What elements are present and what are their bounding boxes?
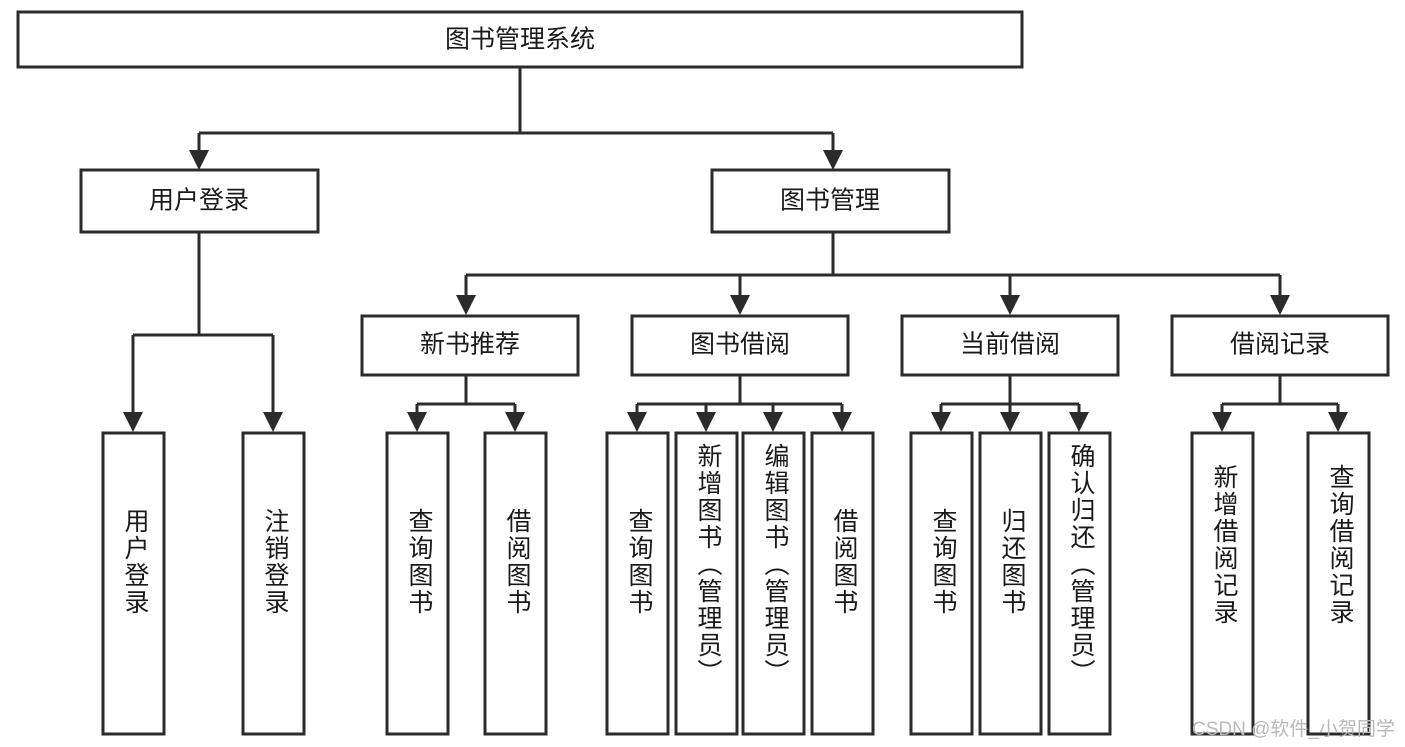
leaf-box-cb-confirm-return[interactable]: [1047, 431, 1112, 736]
leaf-boxes-user-login: [101, 431, 306, 736]
leaf-box-bb-edit-book[interactable]: [741, 431, 806, 736]
arrowhead-nb-leaf-1: [407, 412, 427, 432]
leaf-box-br-add-record[interactable]: [1190, 431, 1255, 736]
node-root-book-management-system[interactable]: 图书管理系统: [16, 10, 1024, 69]
arrowhead-cb-leaf-2: [1000, 412, 1020, 432]
leaf-boxes-borrow-record: [1190, 431, 1371, 736]
arrowhead-nb-leaf-2: [505, 412, 525, 432]
arrowhead-bb-leaf-4: [832, 412, 852, 432]
node-new-book-recommend-box: [360, 314, 580, 377]
arrowhead-br-leaf-2: [1328, 412, 1348, 432]
arrowhead-bb-leaf-3: [763, 412, 783, 432]
connector-group-book-borrow: [627, 375, 852, 432]
connector-group-root: [189, 67, 843, 170]
leaf-boxes-book-borrow: [605, 431, 875, 736]
node-book-management-box: [710, 168, 951, 234]
arrowhead-bb-leaf-1: [627, 412, 647, 432]
arrowhead-bb-leaf-2: [696, 412, 716, 432]
leaf-box-cb-return-book[interactable]: [978, 431, 1043, 736]
node-root-label: 图书管理系统: [445, 26, 595, 54]
arrowhead-leaf-user-login: [123, 412, 143, 432]
arrowhead-new-book: [456, 295, 476, 315]
node-book-borrow-label: 图书借阅: [690, 331, 790, 359]
node-borrow-record-box: [1170, 314, 1390, 377]
arrowhead-leaf-logout: [263, 412, 283, 432]
leaf-box-br-query-record[interactable]: [1306, 431, 1371, 736]
leaf-box-cb-query-book[interactable]: [909, 431, 974, 736]
node-book-borrow-box: [630, 314, 850, 377]
arrowhead-book-borrow: [730, 295, 750, 315]
arrowhead-current-borrow: [1000, 295, 1020, 315]
node-book-borrow[interactable]: 图书借阅: [630, 314, 850, 377]
leaf-box-bb-borrow-book[interactable]: [810, 431, 875, 736]
node-root-box: [16, 10, 1024, 69]
leaf-box-nb-borrow-book[interactable]: [483, 431, 548, 736]
node-current-borrow-box: [900, 314, 1120, 377]
connector-group-user-login: [123, 232, 283, 432]
leaf-box-bb-add-book[interactable]: [674, 431, 739, 736]
node-new-book-recommend-label: 新书推荐: [420, 331, 520, 359]
node-user-login[interactable]: 用户登录: [79, 168, 320, 234]
arrowhead-br-leaf-1: [1212, 412, 1232, 432]
leaf-box-nb-query-book[interactable]: [385, 431, 450, 736]
leaf-box-user-login[interactable]: [101, 431, 166, 736]
node-current-borrow[interactable]: 当前借阅: [900, 314, 1120, 377]
arrowhead-book-mgmt: [823, 150, 843, 170]
node-borrow-record[interactable]: 借阅记录: [1170, 314, 1390, 377]
connector-group-borrow-record: [1212, 375, 1348, 432]
leaf-boxes-new-book: [385, 431, 548, 736]
leaf-box-bb-query-book[interactable]: [605, 431, 670, 736]
arrowhead-borrow-record: [1270, 295, 1290, 315]
node-user-login-label: 用户登录: [149, 187, 249, 215]
connector-group-current-borrow: [931, 375, 1089, 432]
connector-group-new-book: [407, 375, 525, 432]
node-book-management-label: 图书管理: [780, 187, 880, 215]
node-user-login-box: [79, 168, 320, 234]
csdn-watermark: CSDN @软件_小贺同学: [1192, 719, 1395, 740]
arrowhead-user-login: [189, 150, 209, 170]
node-new-book-recommend[interactable]: 新书推荐: [360, 314, 580, 377]
node-borrow-record-label: 借阅记录: [1230, 331, 1330, 359]
leaf-box-logout[interactable]: [241, 431, 306, 736]
node-current-borrow-label: 当前借阅: [960, 331, 1060, 359]
node-book-management[interactable]: 图书管理: [710, 168, 951, 234]
connector-group-book-mgmt: [456, 232, 1290, 315]
arrowhead-cb-leaf-3: [1069, 412, 1089, 432]
arrowhead-cb-leaf-1: [931, 412, 951, 432]
leaf-boxes-current-borrow: [909, 431, 1112, 736]
